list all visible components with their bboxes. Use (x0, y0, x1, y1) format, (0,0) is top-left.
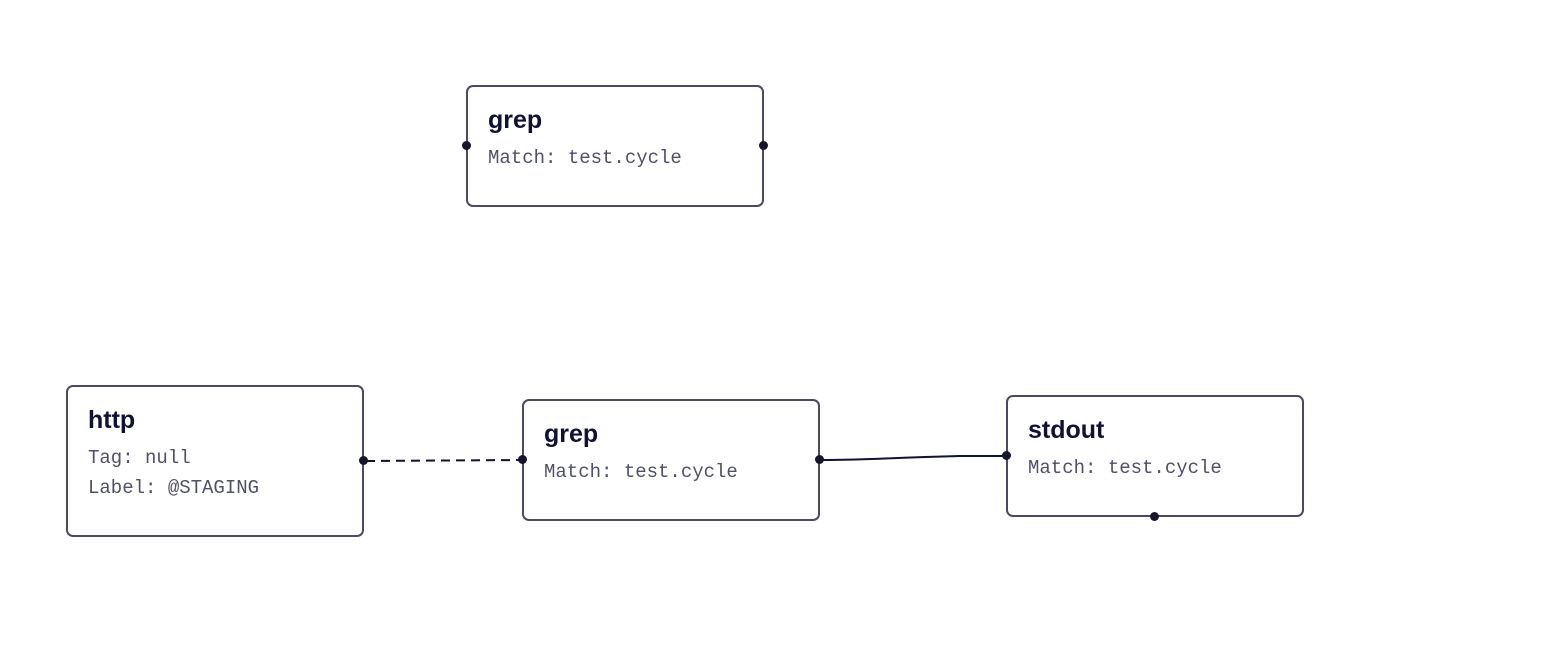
output-port[interactable] (1150, 512, 1159, 521)
node-title: grep (544, 420, 599, 448)
output-port[interactable] (759, 141, 768, 150)
output-port[interactable] (359, 456, 368, 465)
node-prop-label: Label: @STAGING (88, 477, 260, 499)
node-prop-match: Match: test.cycle (1028, 457, 1222, 479)
node-stdout[interactable]: stdout Match: test.cycle (1002, 395, 1304, 521)
node-prop-match: Match: test.cycle (544, 461, 738, 483)
node-title: grep (488, 106, 543, 134)
node-title: stdout (1028, 416, 1105, 444)
input-port[interactable] (518, 455, 527, 464)
input-port[interactable] (462, 141, 471, 150)
output-port[interactable] (815, 455, 824, 464)
node-grep[interactable]: grep Match: test.cycle (518, 399, 824, 521)
node-prop-match: Match: test.cycle (488, 147, 682, 169)
edge-http-to-grep[interactable] (365, 459, 523, 462)
node-prop-tag: Tag: null (88, 447, 191, 469)
edge-grep-to-stdout[interactable] (821, 455, 1006, 461)
input-port[interactable] (1002, 451, 1011, 460)
node-grep-unconnected[interactable]: grep Match: test.cycle (462, 85, 768, 207)
node-title: http (88, 406, 136, 434)
node-http[interactable]: http Tag: null Label: @STAGING (66, 385, 368, 537)
